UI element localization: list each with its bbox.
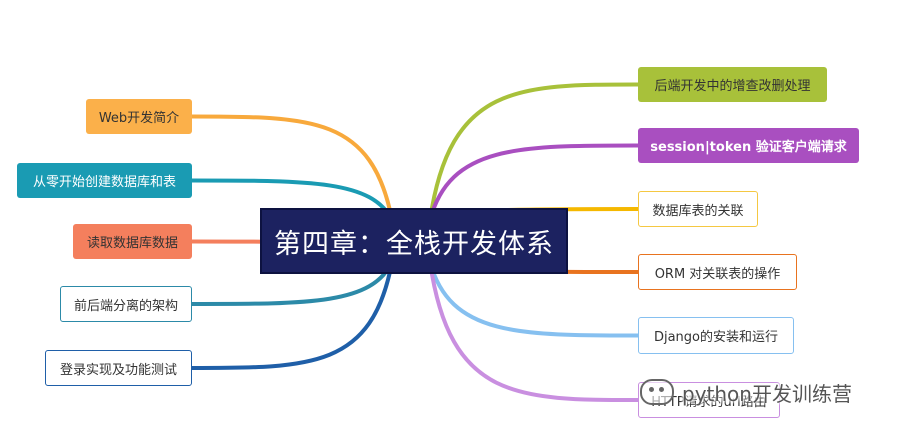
topic-label: 登录实现及功能测试 (59, 362, 177, 378)
topic-label: 从零开始创建数据库和表 (32, 175, 176, 190)
topic-create-db[interactable]: 从零开始创建数据库和表 (17, 163, 192, 198)
topic-label: 数据库表的关联 (652, 203, 744, 219)
topic-django-install[interactable]: Django的安装和运行 (638, 317, 794, 354)
topic-web-intro[interactable]: Web开发简介 (86, 99, 192, 134)
topic-label: Django的安装和运行 (653, 330, 779, 345)
branch-line-left (190, 260, 394, 370)
branch-line-right (428, 143, 640, 222)
topic-label: 读取数据库数据 (86, 236, 178, 251)
topic-read-db[interactable]: 读取数据库数据 (73, 224, 192, 259)
topic-table-relation[interactable]: 数据库表的关联 (638, 191, 758, 227)
watermark: python开发训练营 (640, 374, 852, 410)
branch-line-right (428, 260, 640, 402)
branch-line-left (190, 178, 394, 222)
topic-label: 后端开发中的增查改删处理 (654, 79, 811, 94)
central-topic[interactable]: 第四章：全栈开发体系 (260, 208, 568, 274)
watermark-text: python开发训练营 (682, 381, 852, 406)
topic-login-test[interactable]: 登录实现及功能测试 (45, 350, 192, 386)
wechat-icon (640, 379, 674, 405)
topic-frontend-backend[interactable]: 前后端分离的架构 (60, 286, 192, 322)
branch-line-left (190, 114, 394, 222)
central-topic-label: 第四章：全栈开发体系 (274, 228, 554, 260)
branch-line-right (428, 260, 640, 338)
branch-line-left (190, 260, 394, 306)
topic-orm[interactable]: ORM 对关联表的操作 (638, 254, 797, 290)
topic-label: HTTP请求的url路由 (651, 394, 767, 410)
topic-label: ORM 对关联表的操作 (654, 266, 781, 282)
topic-label: Web开发简介 (98, 111, 180, 126)
topic-label: session|token 验证客户端请求 (650, 140, 847, 155)
topic-label: 前后端分离的架构 (73, 298, 178, 314)
branch-line-right (428, 82, 640, 222)
topic-session-token[interactable]: session|token 验证客户端请求 (638, 128, 859, 163)
topic-crud[interactable]: 后端开发中的增查改删处理 (638, 67, 827, 102)
